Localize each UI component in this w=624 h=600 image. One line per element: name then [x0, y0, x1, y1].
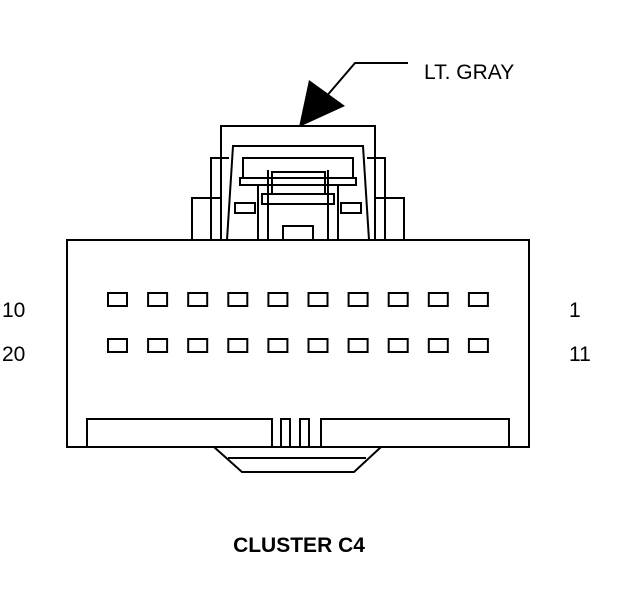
connector-title: CLUSTER C4	[233, 534, 365, 557]
pin-cavity-15	[307, 338, 329, 353]
pin-cavity-19	[147, 338, 169, 353]
pin-cavity-16	[267, 338, 289, 353]
pin-cavities	[107, 292, 489, 353]
pin-cavity-10	[107, 292, 128, 307]
pin-cavity-7	[227, 292, 249, 307]
callout-arrowhead	[299, 80, 345, 127]
callout-leader-line	[324, 62, 408, 99]
pin-cavity-17	[227, 338, 249, 353]
pin-cavity-6	[267, 292, 289, 307]
pin-cavity-4	[347, 292, 369, 307]
pin-label-1: 1	[569, 299, 581, 322]
pin-cavity-12	[427, 338, 449, 353]
pin-cavity-9	[147, 292, 169, 307]
pin-label-11: 11	[569, 343, 591, 366]
connector-bottom-key	[86, 418, 510, 473]
pin-cavity-8	[187, 292, 209, 307]
connector-latch	[191, 125, 405, 241]
color-callout: LT. GRAY	[299, 61, 514, 127]
pin-cavity-5	[307, 292, 329, 307]
pin-cavity-13	[387, 338, 409, 353]
connector-body	[66, 239, 530, 448]
pin-label-20: 20	[2, 343, 25, 366]
pin-label-10: 10	[2, 299, 25, 322]
pin-cavity-3	[387, 292, 409, 307]
pin-cavity-20	[107, 338, 128, 353]
color-label: LT. GRAY	[424, 61, 514, 84]
pin-cavity-18	[187, 338, 209, 353]
pin-cavity-2	[427, 292, 449, 307]
pin-cavity-1	[467, 292, 489, 307]
pin-cavity-14	[347, 338, 369, 353]
pin-cavity-11	[467, 338, 489, 353]
